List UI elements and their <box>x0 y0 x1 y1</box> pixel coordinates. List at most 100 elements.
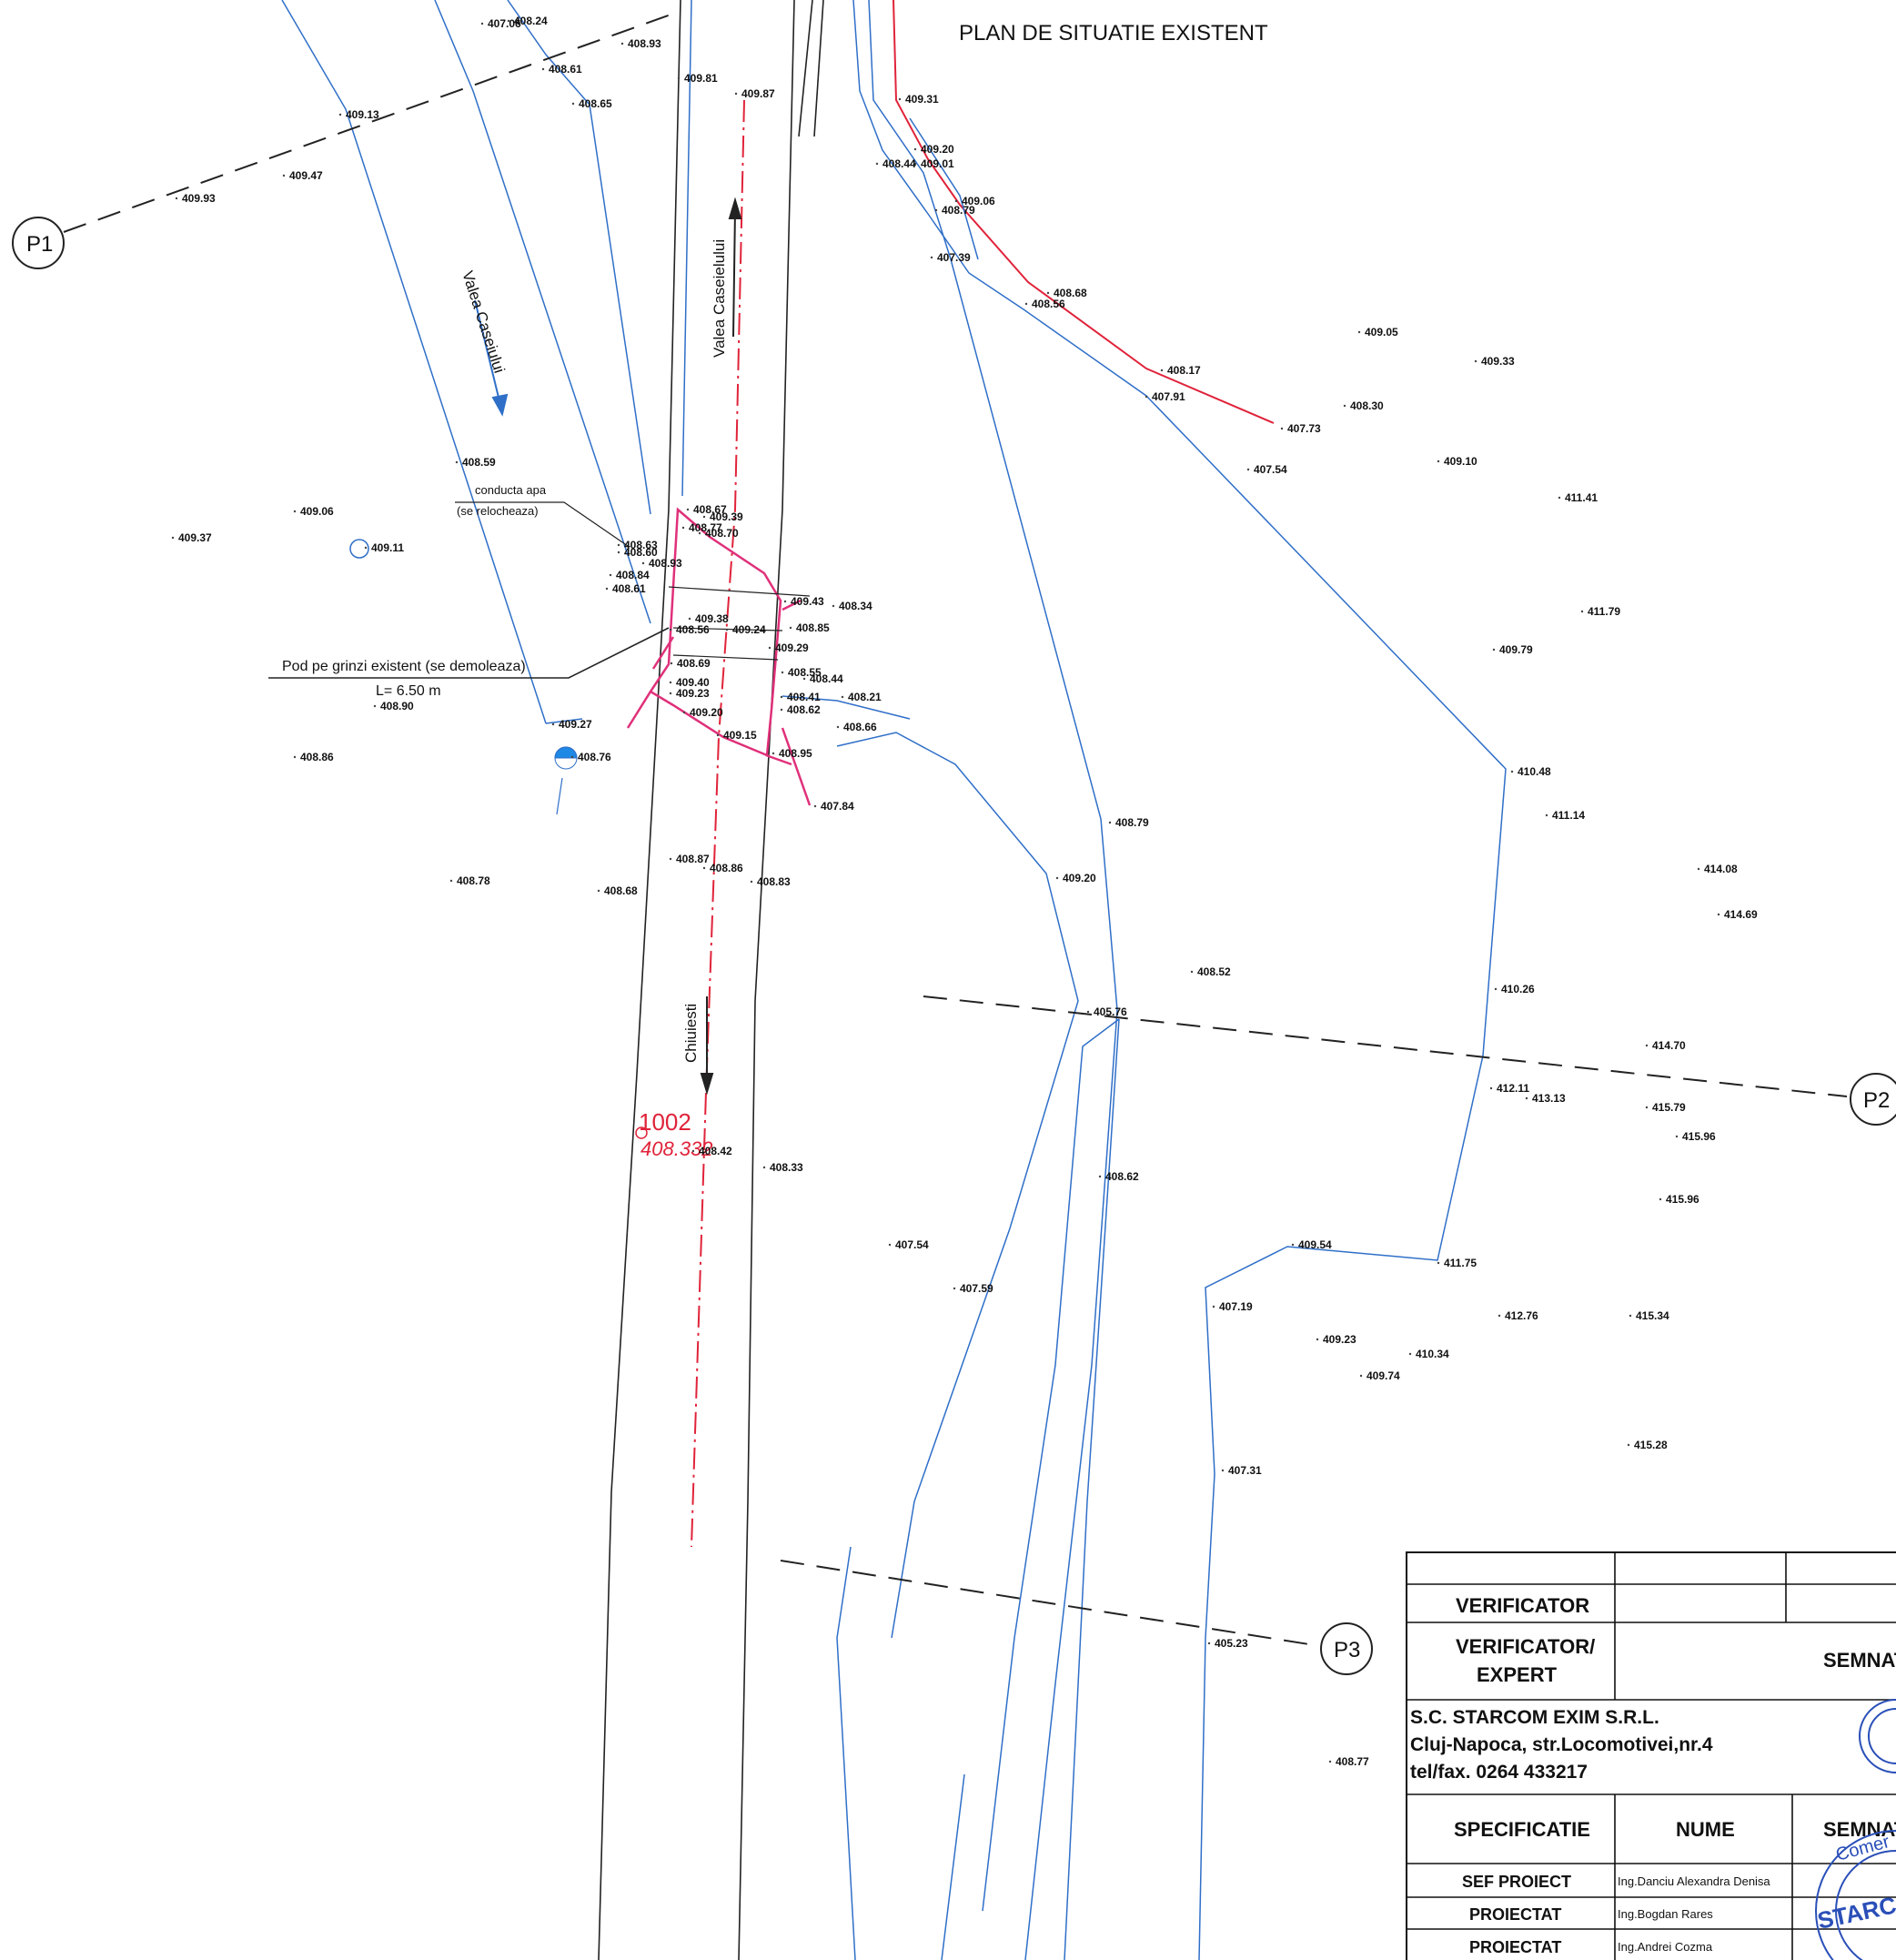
svg-text:NUME: NUME <box>1676 1818 1735 1841</box>
elevation-label: 408.85 <box>796 621 830 634</box>
elevation-label: 409.23 <box>1323 1333 1356 1346</box>
elevation-label: 408.59 <box>462 456 496 469</box>
elevation-label: 415.34 <box>1636 1309 1669 1322</box>
svg-text:SPECIFICATIE: SPECIFICATIE <box>1454 1818 1590 1841</box>
road-edges <box>598 0 824 1960</box>
elevation-label: 408.56 <box>1032 298 1065 310</box>
elevation-point-marker <box>734 92 738 96</box>
elevation-label: 409.74 <box>1367 1369 1400 1382</box>
elevation-label: 408.44 <box>882 157 916 170</box>
elevation-point-marker <box>888 1243 892 1247</box>
elevation-label: 409.81 <box>684 72 718 85</box>
profile-marker-p3[interactable]: P3 <box>1320 1622 1373 1675</box>
elevation-point-marker <box>762 1166 766 1169</box>
elevation-point-marker <box>898 97 902 101</box>
elevation-point-marker <box>669 628 672 631</box>
elevation-label: 407.54 <box>1254 463 1287 476</box>
elevation-label: 410.48 <box>1518 765 1551 778</box>
elevation-point-marker <box>1629 1314 1632 1318</box>
elevation-point-marker <box>716 733 720 737</box>
svg-text:P1: P1 <box>26 232 53 257</box>
elevation-label: 407.31 <box>1228 1464 1262 1477</box>
elevation-label: 408.24 <box>514 15 548 27</box>
elevation-label: 408.42 <box>699 1145 732 1157</box>
svg-text:P3: P3 <box>1334 1638 1360 1662</box>
flow-arrow-icon <box>474 299 509 417</box>
elevation-point-marker <box>609 573 612 577</box>
elevation-point-marker <box>1474 359 1477 363</box>
title-block: VERIFICATOR VERIFICATOR/ EXPERT SEMNATU … <box>1406 1551 1896 1960</box>
elevation-point-marker <box>841 695 844 699</box>
elevation-point-marker <box>913 147 917 151</box>
elevation-point-marker <box>875 162 879 166</box>
svg-text:1002: 1002 <box>639 1108 691 1136</box>
elevation-point-marker <box>1697 867 1700 871</box>
elevation-label: 414.70 <box>1652 1039 1686 1052</box>
road-label-valley: Valea Caseielului <box>711 239 728 358</box>
elevation-point-marker <box>702 515 706 519</box>
svg-text:SEMNATU: SEMNATU <box>1823 1649 1896 1672</box>
profile-marker-p2[interactable]: P2 <box>1850 1073 1896 1126</box>
survey-point-1002: 1002 408.332 <box>635 1108 713 1160</box>
spot-elevations: 407.06408.24408.93408.61409.81409.87408.… <box>171 15 1758 1768</box>
svg-text:Ing.Danciu Alexandra Denisa: Ing.Danciu Alexandra Denisa <box>1618 1874 1770 1888</box>
elevation-point-marker <box>1437 460 1440 463</box>
elevation-label: 413.13 <box>1532 1092 1566 1105</box>
elevation-point-marker <box>702 866 706 870</box>
elevation-label: 409.13 <box>346 108 379 121</box>
elevation-label: 408.34 <box>839 600 872 612</box>
elevation-label: 409.06 <box>962 195 995 207</box>
svg-text:P2: P2 <box>1863 1088 1890 1113</box>
elevation-point-marker <box>954 199 958 203</box>
elevation-point-marker <box>1645 1044 1649 1047</box>
elevation-label: 411.14 <box>1552 809 1585 822</box>
elevation-label: 411.75 <box>1444 1257 1477 1269</box>
svg-text:(se relocheaza): (se relocheaza) <box>457 504 539 518</box>
elevation-point-marker <box>1357 330 1361 334</box>
elevation-point-marker <box>551 722 555 726</box>
elevation-point-marker <box>1510 770 1514 773</box>
elevation-point-marker <box>597 889 600 893</box>
elevation-label: 409.20 <box>921 143 954 156</box>
elevation-point-marker <box>641 561 645 565</box>
elevation-label: 408.83 <box>757 875 791 888</box>
elevation-point-marker <box>1055 876 1059 880</box>
elevation-label: 409.23 <box>676 687 710 700</box>
elevation-point-marker <box>1212 1305 1215 1308</box>
elevation-point-marker <box>373 704 377 708</box>
elevation-point-marker <box>171 536 175 540</box>
elevation-point-marker <box>617 543 620 547</box>
elevation-point-marker <box>789 626 792 630</box>
elevation-point-marker <box>1190 970 1194 974</box>
elevation-point-marker <box>282 174 286 177</box>
elevation-point-marker <box>1145 395 1148 399</box>
elevation-label: 412.76 <box>1505 1309 1538 1322</box>
svg-text:conducta apa: conducta apa <box>475 483 547 497</box>
elevation-point-marker <box>813 804 817 808</box>
elevation-label: 408.68 <box>604 884 638 897</box>
elevation-point-marker <box>617 551 620 554</box>
elevation-label: 408.41 <box>787 691 821 703</box>
elevation-point-marker <box>677 76 681 80</box>
red-boundary <box>893 0 1275 424</box>
elevation-label: 408.95 <box>779 747 812 760</box>
elevation-point-marker <box>1675 1135 1679 1138</box>
elevation-label: 408.77 <box>1336 1755 1369 1768</box>
elevation-point-marker <box>669 681 672 684</box>
elevation-point-marker <box>1343 404 1346 408</box>
elevation-label: 408.61 <box>612 582 646 595</box>
elevation-label: 407.73 <box>1287 422 1321 435</box>
profile-lines <box>63 13 1848 1646</box>
svg-text:Pod pe grinzi existent (se dem: Pod pe grinzi existent (se demoleaza) <box>282 659 526 674</box>
elevation-label: 409.31 <box>905 93 939 106</box>
elevation-point-marker <box>1291 1243 1295 1247</box>
elevation-point-marker <box>338 113 342 116</box>
elevation-label: 415.96 <box>1682 1130 1716 1143</box>
elevation-point-marker <box>1545 813 1548 817</box>
elevation-label: 408.84 <box>616 569 650 581</box>
profile-marker-p1[interactable]: P1 <box>12 217 65 269</box>
elevation-label: 409.29 <box>775 642 809 654</box>
elevation-point-marker <box>175 197 178 200</box>
svg-text:408.332: 408.332 <box>640 1137 713 1160</box>
svg-text:S.C. STARCOM EXIM S.R.L.: S.C. STARCOM EXIM S.R.L. <box>1410 1707 1659 1728</box>
